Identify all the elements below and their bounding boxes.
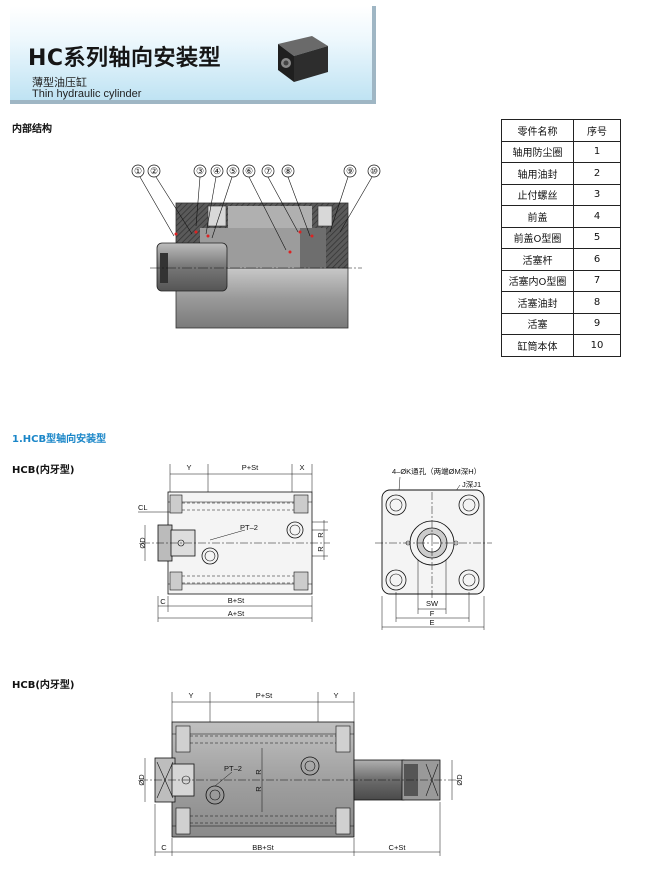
part-no: 3 xyxy=(573,183,621,206)
cylinder-photo-icon xyxy=(278,36,328,82)
hcb-side-view-2: Y P+St Y PT–2 R xyxy=(137,691,464,856)
subtitle-cn: 薄型油压缸 xyxy=(32,76,87,89)
dim-y: Y xyxy=(186,463,191,472)
part-name: 前盖 xyxy=(501,205,574,228)
j-note: J深J1 xyxy=(462,480,481,489)
callout-8: ⑧ xyxy=(284,166,292,176)
callout-6: ⑥ xyxy=(245,166,253,176)
section-hcb-title: 1.HCB型轴向安装型 xyxy=(12,434,107,445)
callout-3: ③ xyxy=(196,166,204,176)
dim-sw: SW xyxy=(426,599,439,608)
page-title: HC系列轴向安装型 xyxy=(28,46,222,71)
dim-a-st: A+St xyxy=(228,609,245,618)
part-no: 9 xyxy=(573,312,621,335)
drawing1-label: HCB(内牙型) xyxy=(12,465,75,476)
dim-cl: CL xyxy=(138,503,148,512)
drawing2-label: HCB(内牙型) xyxy=(12,680,75,691)
part-name: 活塞油封 xyxy=(501,291,574,314)
table-header-name: 零件名称 xyxy=(501,119,574,142)
hcb-end-view: 4–ØK通孔（两端ØM深H） J深J1 SW F E xyxy=(375,466,492,630)
part-no: 8 xyxy=(573,291,621,314)
callout-10: ⑩ xyxy=(370,166,378,176)
dim-y1: Y xyxy=(188,691,193,700)
dim-bb-st: BB+St xyxy=(252,843,274,852)
part-no: 10 xyxy=(573,334,621,357)
dim-p-st: P+St xyxy=(242,463,259,472)
dim-r2: R xyxy=(316,546,325,552)
part-name: 活塞 xyxy=(501,312,574,335)
table-header-no: 序号 xyxy=(573,119,621,142)
internal-structure-drawing: ① ② ③ ④ ⑤ ⑥ ⑦ ⑧ ⑨ ⑩ xyxy=(131,164,381,329)
dim-pt-2: PT–2 xyxy=(224,764,242,773)
part-name: 前盖O型圈 xyxy=(501,226,574,249)
dim-c-2: C xyxy=(161,843,167,852)
dim-r1-2: R xyxy=(254,769,263,775)
dim-p-st-2: P+St xyxy=(256,691,273,700)
dim-r1: R xyxy=(316,532,325,538)
dim-e: E xyxy=(429,618,434,627)
part-name: 活塞杆 xyxy=(501,248,574,271)
dim-od: ØD xyxy=(138,537,147,549)
part-name: 轴用油封 xyxy=(501,162,574,185)
dim-c-st: C+St xyxy=(389,843,407,852)
dim-b-st: B+St xyxy=(228,596,245,605)
dim-x: X xyxy=(299,463,304,472)
part-no: 4 xyxy=(573,205,621,228)
callout-1: ① xyxy=(134,166,142,176)
k-note: 4–ØK通孔（两端ØM深H） xyxy=(392,466,481,476)
part-name: 轴用防尘圈 xyxy=(501,140,574,163)
callout-5: ⑤ xyxy=(229,166,237,176)
section-internal-title: 内部结构 xyxy=(12,124,52,135)
dim-f: F xyxy=(430,609,435,618)
part-no: 5 xyxy=(573,226,621,249)
table-header-row: 零件名称 序号 xyxy=(501,119,621,142)
part-no: 6 xyxy=(573,248,621,271)
callout-4: ④ xyxy=(213,166,221,176)
dim-r2-2: R xyxy=(254,786,263,792)
part-name: 缸筒本体 xyxy=(501,334,574,357)
callout-7: ⑦ xyxy=(264,166,272,176)
callout-bubbles: ① ② ③ ④ ⑤ ⑥ ⑦ ⑧ ⑨ ⑩ xyxy=(131,164,381,178)
callout-2: ② xyxy=(150,166,158,176)
dim-pt: PT–2 xyxy=(240,523,258,532)
dim-od1: ØD xyxy=(137,774,146,786)
part-name: 止付螺丝 xyxy=(501,183,574,206)
part-no: 2 xyxy=(573,162,621,185)
dim-c: C xyxy=(160,597,166,606)
subtitle-en: Thin hydraulic cylinder xyxy=(32,88,142,100)
header-banner: HC系列轴向安装型 薄型油压缸 Thin hydraulic cylinder xyxy=(10,6,376,104)
callout-9: ⑨ xyxy=(346,166,354,176)
hcb-side-view-1: Y P+St X PT–2 CL ØD R xyxy=(138,463,330,622)
dim-od2: ØD xyxy=(455,774,464,786)
part-name: 活塞内O型圈 xyxy=(501,269,574,292)
dim-y2: Y xyxy=(333,691,338,700)
part-no: 1 xyxy=(573,140,621,163)
part-no: 7 xyxy=(573,269,621,292)
